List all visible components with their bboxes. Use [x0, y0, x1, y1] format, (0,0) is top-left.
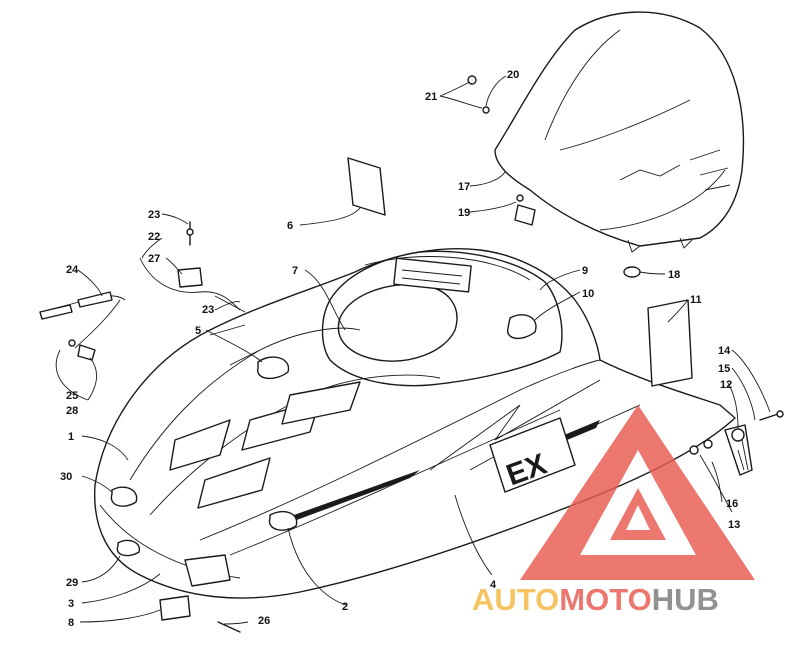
callout-17: 17 [458, 181, 470, 193]
screw-26 [217, 621, 241, 633]
callout-21: 21 [425, 91, 437, 103]
callout-1: 1 [68, 431, 74, 443]
windshield [494, 11, 745, 253]
callout-20: 20 [507, 69, 519, 81]
callout-28: 28 [66, 405, 78, 417]
callout-4: 4 [490, 579, 497, 591]
callout-16: 16 [726, 498, 738, 510]
callout-3: 3 [68, 598, 74, 610]
watermark-moto: MOTO [559, 582, 651, 617]
callout-23b: 23 [202, 304, 214, 316]
callout-7: 7 [292, 265, 298, 277]
callout-15: 15 [718, 363, 730, 375]
leader-lines [55, 75, 771, 625]
callout-12: 12 [720, 379, 732, 391]
callout-10: 10 [582, 288, 594, 300]
watermark-hub: HUB [652, 582, 719, 617]
callout-8: 8 [68, 617, 74, 629]
callout-18: 18 [668, 269, 680, 281]
callout-24: 24 [66, 264, 79, 276]
watermark-triangle-logo [520, 405, 755, 580]
svg-text:AUTOMOTOHUB: AUTOMOTOHUB [472, 582, 719, 617]
windshield-hardware [467, 75, 641, 278]
hood: EX [93, 248, 736, 599]
callout-2: 2 [342, 601, 348, 613]
callout-13: 13 [728, 519, 740, 531]
callout-labels: 1 2 3 4 5 6 7 8 9 10 11 12 13 14 15 16 1… [60, 69, 740, 629]
decal-6 [347, 157, 386, 216]
callout-11: 11 [690, 294, 702, 306]
mount-bracket [689, 410, 784, 476]
callout-27: 27 [148, 253, 160, 265]
watermark: AUTOMOTOHUB [472, 405, 755, 617]
callout-23a: 23 [148, 209, 160, 221]
callout-29: 29 [66, 577, 78, 589]
callout-6: 6 [287, 220, 293, 232]
watermark-auto: AUTO [472, 582, 559, 617]
callout-14: 14 [718, 345, 731, 357]
callout-30: 30 [60, 471, 72, 483]
callout-26: 26 [258, 615, 270, 627]
callout-9: 9 [582, 265, 588, 277]
cable-harness [39, 221, 246, 361]
callout-25: 25 [66, 390, 78, 402]
callout-22: 22 [148, 231, 160, 243]
decal-11 [647, 299, 693, 387]
bracket-8 [159, 595, 191, 621]
callout-5: 5 [195, 325, 201, 337]
callout-19: 19 [458, 207, 470, 219]
